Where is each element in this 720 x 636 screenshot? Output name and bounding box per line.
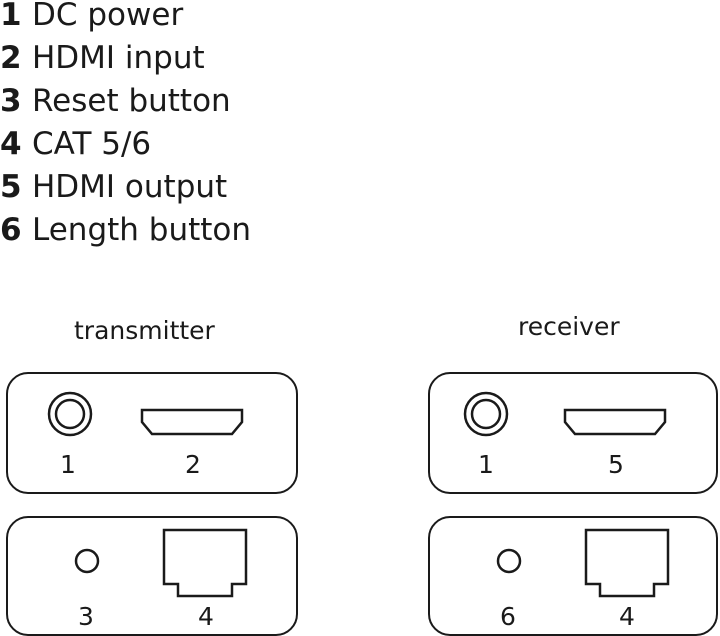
receiver-back-panel (428, 516, 718, 636)
legend-item: 6 Length button (0, 215, 251, 258)
port-label: 2 (185, 450, 201, 479)
legend-item: 3 Reset button (0, 86, 251, 129)
port-label: 3 (78, 602, 94, 631)
legend-number: 3 (0, 83, 22, 119)
dc-power-jack-icon (463, 391, 509, 437)
transmitter-front-panel (6, 372, 298, 494)
port-label: 1 (60, 450, 76, 479)
legend-label: Reset button (32, 83, 231, 119)
legend-label: HDMI output (32, 169, 228, 205)
hdmi-port-icon (140, 408, 244, 436)
port-label: 4 (619, 602, 635, 631)
legend-item: 1 DC power (0, 0, 251, 43)
port-label: 4 (198, 602, 214, 631)
legend-number: 5 (0, 169, 22, 205)
legend-number: 1 (0, 0, 22, 33)
legend-label: DC power (32, 0, 184, 33)
receiver-front-panel (428, 372, 718, 494)
legend-list: 1 DC power 2 HDMI input 3 Reset button 4 CAT… (0, 0, 251, 258)
dc-power-jack-icon (47, 391, 93, 437)
port-label: 5 (608, 450, 624, 479)
reset-button-icon (74, 548, 100, 574)
rj45-port-icon (584, 528, 670, 598)
legend-number: 2 (0, 40, 22, 76)
legend-item: 5 HDMI output (0, 172, 251, 215)
legend-item: 2 HDMI input (0, 43, 251, 86)
legend-label: HDMI input (32, 40, 205, 76)
legend-number: 6 (0, 212, 22, 248)
legend-number: 4 (0, 126, 22, 162)
receiver-title: receiver (518, 312, 620, 341)
rj45-port-icon (162, 528, 248, 598)
transmitter-back-panel (6, 516, 298, 636)
legend-label: Length button (32, 212, 252, 248)
length-button-icon (496, 548, 522, 574)
port-label: 6 (500, 602, 516, 631)
legend-item: 4 CAT 5/6 (0, 129, 251, 172)
transmitter-title: transmitter (74, 316, 215, 345)
hdmi-port-icon (563, 408, 667, 436)
legend-label: CAT 5/6 (32, 126, 152, 162)
port-label: 1 (478, 450, 494, 479)
